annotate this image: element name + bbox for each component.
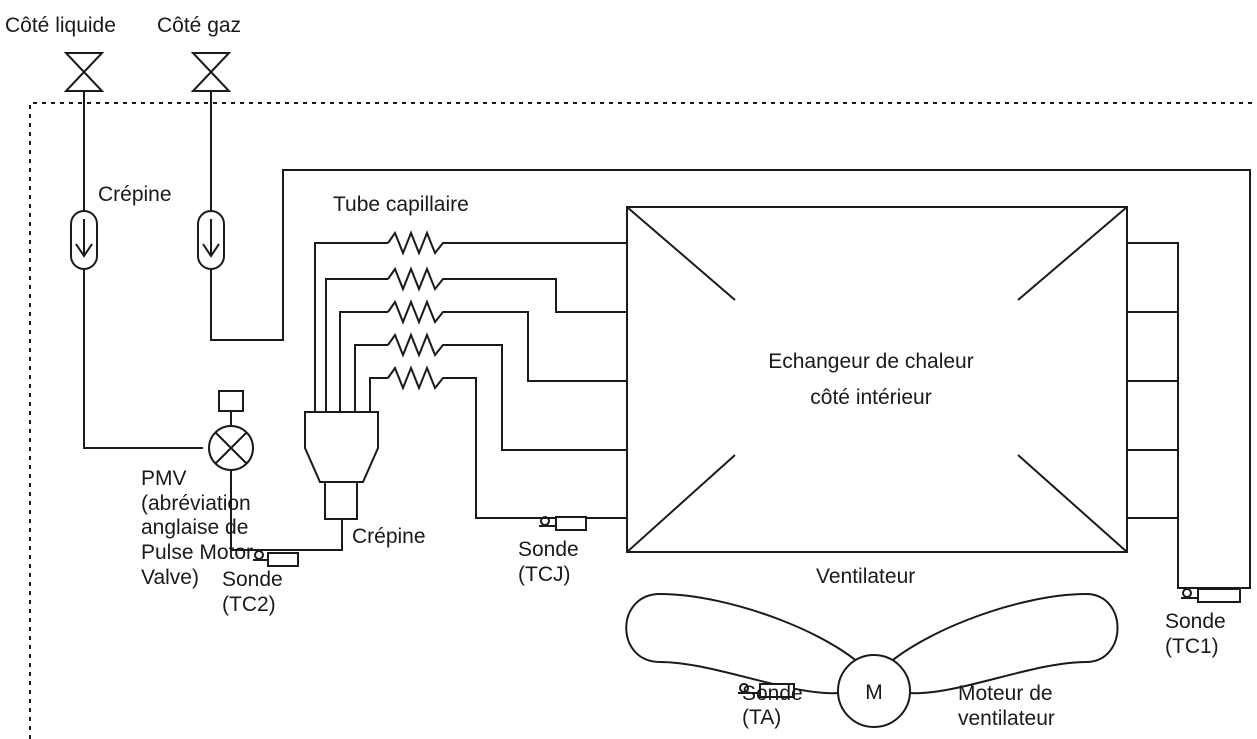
sensor-tc2-label-line2: (TC2) bbox=[222, 593, 276, 616]
pmv-label-line5: Valve) bbox=[141, 566, 199, 589]
capillary-coil-5 bbox=[387, 365, 446, 391]
pmv-label-line4: Pulse Motor bbox=[141, 541, 253, 564]
capillary-branch-2 bbox=[325, 278, 388, 412]
liquid-side-label: Côté liquide bbox=[5, 14, 116, 37]
pmv-label-line2: (abréviation bbox=[141, 492, 251, 515]
capillary-coil-1 bbox=[387, 230, 446, 256]
coil-pipe-3 bbox=[446, 311, 627, 382]
sensor-tc1-label-line2: (TC1) bbox=[1165, 635, 1219, 658]
strainer-bottom-label: Crépine bbox=[352, 525, 426, 548]
gas-side-label: Côté gaz bbox=[157, 14, 241, 37]
coil-pipe-2 bbox=[446, 278, 627, 313]
distributor bbox=[304, 411, 379, 520]
exchanger-outlet-header bbox=[1127, 311, 1178, 519]
coil-pipe-4 bbox=[446, 344, 627, 451]
sensor-ta-label-line1: Sonde bbox=[742, 682, 803, 705]
fan-motor-label-line2: ventilateur bbox=[958, 707, 1055, 730]
motor-symbol: M bbox=[865, 681, 883, 704]
liquid-pipe bbox=[83, 91, 203, 449]
coil-pipe-5 bbox=[446, 377, 627, 519]
pmv-to-distributor-pipe bbox=[230, 470, 343, 551]
capillary-coil-3 bbox=[387, 299, 446, 325]
capillary-coil-2 bbox=[387, 266, 446, 292]
capillary-branch-5 bbox=[369, 377, 388, 412]
fan-motor-icon bbox=[837, 654, 911, 728]
heat-exchanger-label-line1: Echangeur de chaleur bbox=[768, 350, 973, 373]
heat-exchanger bbox=[626, 206, 1128, 553]
gas-strainer bbox=[197, 210, 225, 270]
pmv-valve bbox=[208, 390, 254, 471]
liquid-side-valve bbox=[63, 52, 105, 92]
sensor-tcj-label-line2: (TCJ) bbox=[518, 563, 570, 586]
capillary-branch-1 bbox=[314, 242, 388, 412]
capillary-coil-4 bbox=[387, 332, 446, 358]
sensor-tc2-label-line1: Sonde bbox=[222, 568, 283, 591]
capillary-branch-4 bbox=[354, 344, 388, 412]
liquid-strainer bbox=[70, 210, 98, 270]
gas-side-valve bbox=[190, 52, 232, 92]
heat-exchanger-label-line2: côté intérieur bbox=[810, 386, 931, 409]
fan-label: Ventilateur bbox=[816, 565, 915, 588]
strainer-top-label: Crépine bbox=[98, 183, 172, 206]
capillary-branch-3 bbox=[339, 311, 388, 412]
pmv-label-line3: anglaise de bbox=[141, 516, 248, 539]
sensor-tc2-icon bbox=[253, 550, 299, 567]
sensor-tcj-icon bbox=[539, 516, 587, 531]
sensor-ta-label-line2: (TA) bbox=[742, 706, 781, 729]
sensor-ta-icon bbox=[738, 683, 795, 698]
sensor-tc1-label-line1: Sonde bbox=[1165, 610, 1226, 633]
pmv-label-line1: PMV bbox=[141, 467, 187, 490]
sensor-tcj-label-line1: Sonde bbox=[518, 538, 579, 561]
fan-motor-label-line1: Moteur de bbox=[958, 682, 1053, 705]
sensor-tc1-icon bbox=[1181, 588, 1241, 603]
capillary-tube-label: Tube capillaire bbox=[333, 193, 469, 216]
